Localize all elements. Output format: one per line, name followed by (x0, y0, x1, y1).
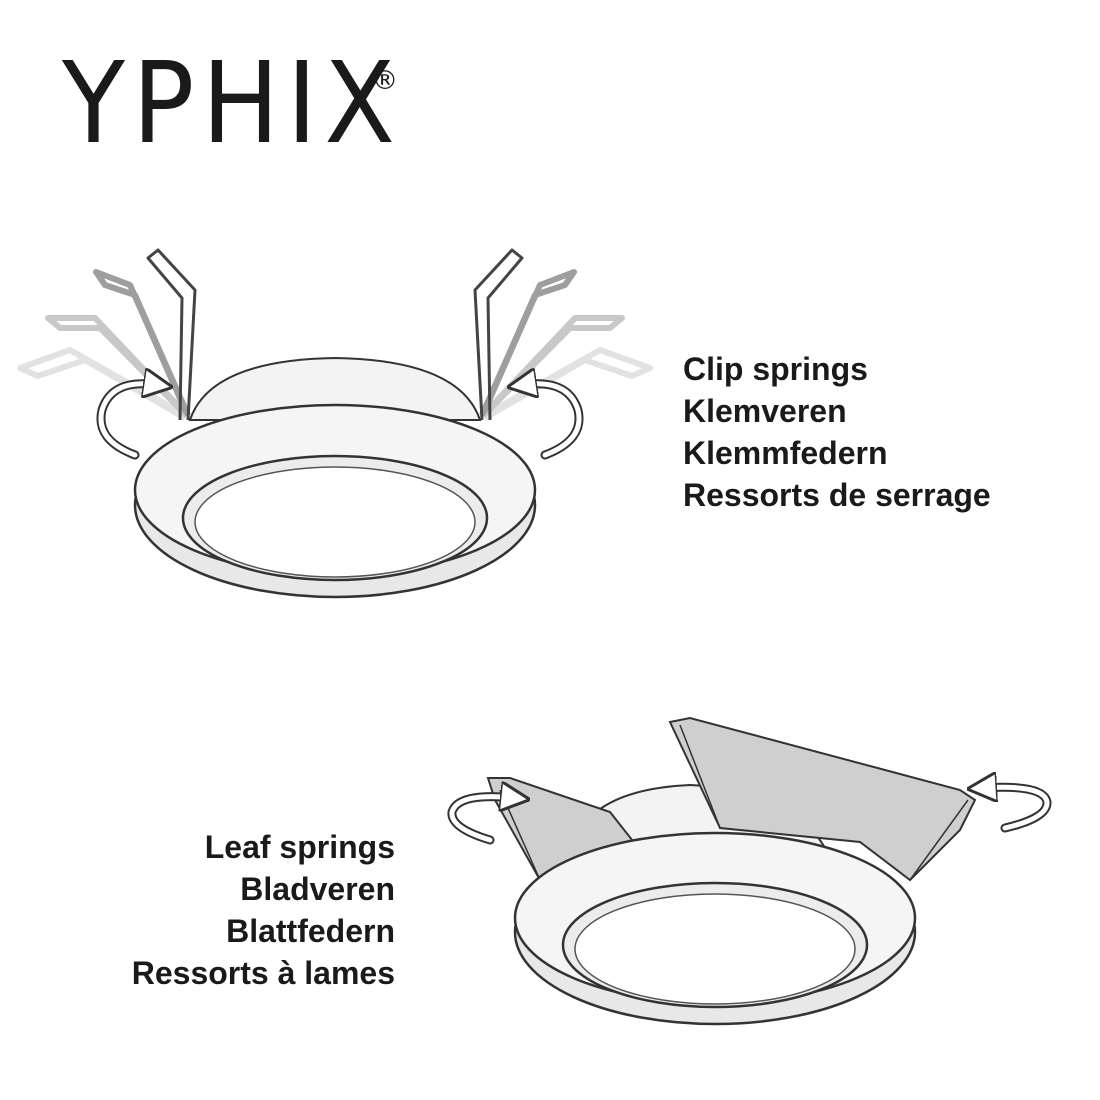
clip-springs-label-nl: Klemveren (683, 393, 847, 429)
clip-springs-label-fr: Ressorts de serrage (683, 477, 991, 513)
leaf-springs-label-fr: Ressorts à lames (131, 955, 395, 991)
leaf-springs-labels: Leaf springs Bladveren Blattfedern Resso… (132, 826, 395, 994)
clip-spring-fixture (17, 248, 653, 599)
leaf-springs-label-de: Blattfedern (226, 913, 395, 949)
clip-springs-label-de: Klemmfedern (683, 435, 888, 471)
leaf-springs-label-nl: Bladveren (240, 871, 395, 907)
registered-mark: ® (372, 66, 398, 96)
clip-springs-label-en: Clip springs (683, 351, 868, 387)
leaf-springs-label-en: Leaf springs (204, 829, 395, 865)
clip-springs-labels: Clip springs Klemveren Klemmfedern Resso… (683, 348, 991, 516)
leaf-spring-fixture (447, 716, 1052, 1026)
brand-logo: YPHIX (62, 39, 403, 169)
